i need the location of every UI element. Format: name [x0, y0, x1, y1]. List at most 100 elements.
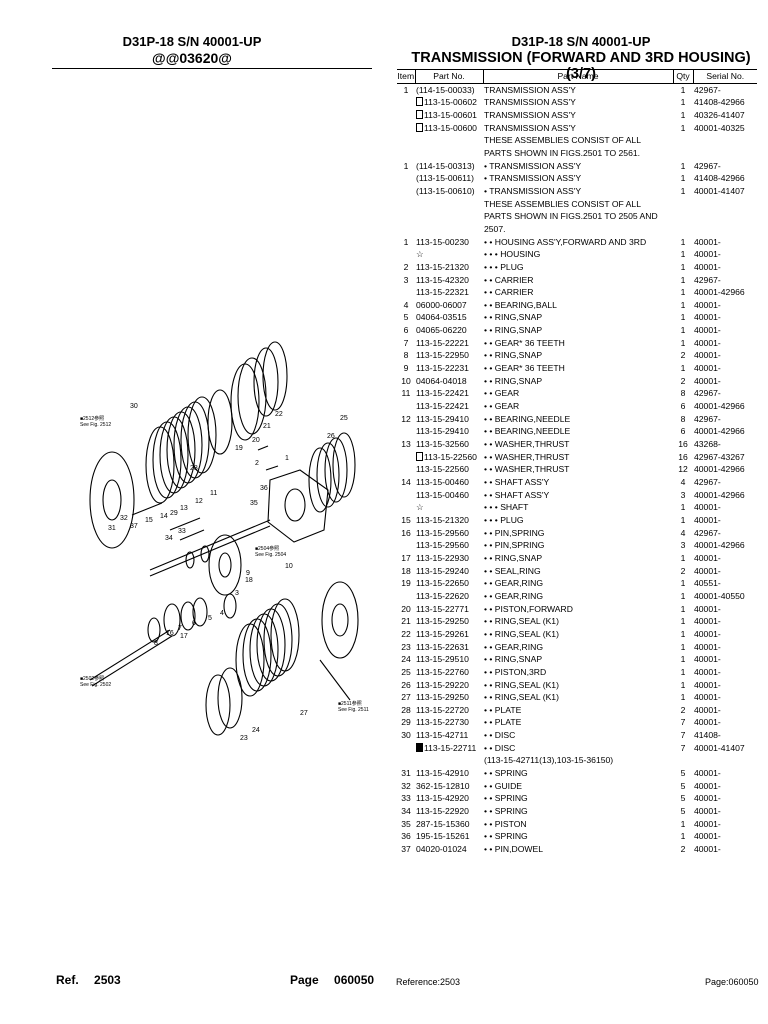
serial-cell-text: 40001-	[694, 831, 721, 842]
qty-cell: 1	[673, 501, 693, 514]
part-no-cell-text: 113-15-29261	[416, 628, 469, 639]
serial-cell-text: 40551-	[694, 578, 721, 589]
part-name-cell: • • PISTON,3RD	[483, 666, 673, 679]
part-name-cell: • • • PLUG	[483, 261, 673, 274]
serial-cell-text: 40001-	[694, 780, 721, 791]
item-cell: 12	[397, 413, 415, 426]
part-name-cell-text: • • RING,SEAL (K1)	[484, 616, 559, 627]
table-row: THESE ASSEMBLIES CONSIST OF ALL	[397, 134, 757, 147]
qty-cell-text: 1	[680, 654, 686, 665]
part-name-cell: • • RING,SNAP	[483, 311, 673, 324]
part-no-cell-text: 113-15-29560	[416, 527, 469, 538]
serial-cell: 40001-40325	[693, 122, 757, 135]
qty-cell: 6	[673, 425, 693, 438]
part-no-cell-text: (113-15-00611)	[416, 173, 474, 184]
serial-cell-text: 40001-42966	[694, 464, 745, 475]
serial-cell-text: 42967-	[694, 84, 721, 95]
item-cell: 2	[397, 261, 415, 274]
housing-body-shape	[267, 469, 329, 543]
qty-cell: 2	[673, 843, 693, 856]
part-no-cell-text: 04064-03515	[416, 312, 467, 323]
qty-cell: 1	[673, 830, 693, 843]
serial-cell-text: 40001-	[694, 654, 721, 665]
part-no-cell-text: (114-15-00313)	[416, 160, 475, 171]
serial-cell: 40001-40550	[693, 590, 757, 603]
item-cell	[397, 210, 415, 223]
item-cell: 16	[397, 527, 415, 540]
part-no-cell-text: 113-15-00600	[424, 122, 477, 133]
part-name-cell: • • SPRING	[483, 805, 673, 818]
part-no-cell: 113-15-29220	[415, 679, 483, 692]
qty-cell: 1	[673, 185, 693, 198]
qty-cell-text: 6	[680, 401, 686, 412]
part-name-cell: • • GUIDE	[483, 780, 673, 793]
item-cell	[397, 501, 415, 514]
item-cell	[397, 590, 415, 603]
item-cell-text: 8	[403, 350, 409, 361]
part-name-cell-text: • • GEAR* 36 TEETH	[484, 337, 565, 348]
qty-cell: 16	[673, 438, 693, 451]
callout-number: 20	[252, 437, 260, 444]
part-name-cell: • • • SHAFT	[483, 501, 673, 514]
qty-cell-text: 4	[680, 527, 686, 538]
part-name-cell: • • PIN,SPRING	[483, 527, 673, 540]
qty-cell-text: 1	[680, 628, 686, 639]
part-no-cell: 113-15-42910	[415, 767, 483, 780]
part-no-cell	[415, 754, 483, 767]
serial-cell: 40001-	[693, 818, 757, 831]
item-cell	[397, 463, 415, 476]
part-no-cell: 113-15-22720	[415, 704, 483, 717]
part-no-cell-text: 04020-01024	[416, 844, 467, 855]
callout-number: 16	[166, 630, 174, 637]
item-cell: 8	[397, 349, 415, 362]
part-name-cell: • • CARRIER	[483, 274, 673, 287]
serial-cell-text: 40001-	[694, 312, 721, 323]
part-name-cell-text: • TRANSMISSION ASS'Y	[484, 160, 582, 171]
qty-cell-text: 1	[680, 641, 686, 652]
part-no-cell-text: 04065-06220	[416, 325, 467, 336]
serial-cell-text: 40001-41407	[694, 742, 745, 753]
col-item-header: Item	[397, 69, 415, 84]
qty-cell-text: 16	[678, 451, 688, 462]
callout-number: 27	[300, 710, 308, 717]
serial-cell: 42967-	[693, 476, 757, 489]
serial-cell-text: 40001-	[694, 363, 721, 374]
callout-number: 22	[275, 411, 283, 418]
part-no-cell: 113-15-29410	[415, 425, 483, 438]
part-name-cell-text: • • PISTON,3RD	[484, 666, 547, 677]
qty-cell-text: 1	[680, 603, 686, 614]
serial-cell: 40001-	[693, 691, 757, 704]
serial-cell: 40001-	[693, 565, 757, 578]
callout-number: 3	[235, 590, 239, 597]
item-cell	[397, 539, 415, 552]
serial-cell: 42967-	[693, 413, 757, 426]
part-name-cell: • • • PLUG	[483, 514, 673, 527]
callout-number: 6	[192, 620, 196, 627]
part-name-cell-text: 2507.	[484, 223, 506, 234]
part-no-cell-text: 113-15-22760	[416, 666, 469, 677]
table-row: PARTS SHOWN IN FIGS.2501 TO 2505 AND	[397, 210, 757, 223]
item-cell: 31	[397, 767, 415, 780]
serial-cell: 40001-	[693, 704, 757, 717]
part-name-cell-text: TRANSMISSION ASS'Y	[484, 122, 576, 133]
part-no-cell: (113-15-00611)	[415, 172, 483, 185]
part-name-cell: • • SPRING	[483, 792, 673, 805]
part-name-cell: • • SPRING	[483, 767, 673, 780]
part-no-cell-text: 113-15-21320	[416, 514, 469, 525]
page-label: Page	[290, 973, 319, 987]
qty-cell-text: 2	[680, 565, 686, 576]
qty-cell: 5	[673, 767, 693, 780]
item-cell: 25	[397, 666, 415, 679]
item-cell-text: 1	[403, 236, 409, 247]
part-no-cell-text: ☆	[416, 502, 424, 513]
clutch-disc-pack-upper	[145, 396, 217, 504]
part-no-cell: 04065-06220	[415, 324, 483, 337]
part-no-cell: 113-15-29510	[415, 653, 483, 666]
figure-reference-note: ■2504参照	[255, 545, 279, 552]
